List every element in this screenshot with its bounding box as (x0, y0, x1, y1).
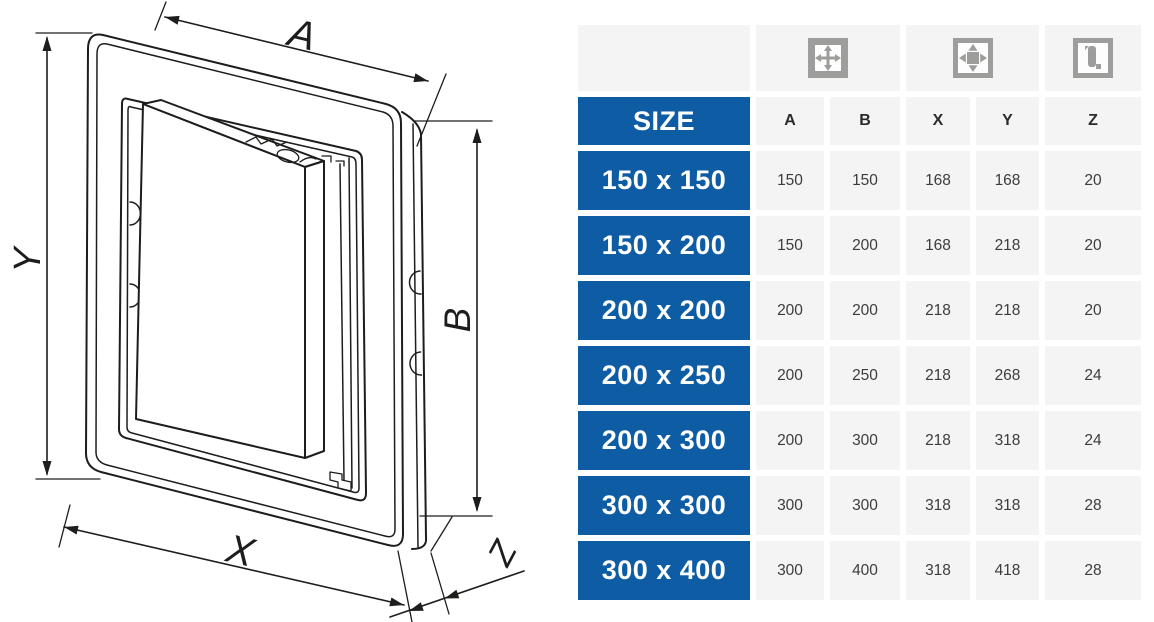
frame-outline (85, 33, 404, 547)
frame-bevel (95, 42, 396, 538)
inner-dimensions-icon (808, 38, 848, 78)
recess-line (348, 157, 353, 489)
value-a: 200 (756, 281, 824, 340)
depth-header-cell (1045, 25, 1141, 91)
value-z: 28 (1045, 541, 1141, 600)
door-side-edge (304, 160, 325, 459)
hinge-clip (129, 201, 142, 226)
value-b: 200 (830, 216, 900, 275)
value-z: 28 (1045, 476, 1141, 535)
side-clip (408, 270, 422, 295)
col-header-b: B (830, 97, 900, 145)
value-b: 200 (830, 281, 900, 340)
frame-side-wall-inner (412, 123, 419, 548)
value-x: 318 (906, 476, 970, 535)
value-x: 218 (906, 411, 970, 470)
value-b: 300 (830, 411, 900, 470)
value-y: 218 (976, 216, 1039, 275)
value-y: 418 (976, 541, 1039, 600)
dim-label-b: B (437, 308, 478, 333)
door-front-face (135, 103, 306, 459)
lock-detail (276, 148, 300, 164)
dim-label-z: Z (480, 533, 526, 573)
inner-dimensions-header-cell (756, 25, 900, 91)
size-cell: 200 x 250 (578, 346, 750, 405)
dim-label-a: A (282, 10, 320, 59)
access-panel-diagram: A Y B X Z (7, 1, 526, 622)
value-z: 24 (1045, 411, 1141, 470)
value-z: 20 (1045, 151, 1141, 210)
value-b: 300 (830, 476, 900, 535)
col-header-x: X (906, 97, 970, 145)
value-a: 300 (756, 541, 824, 600)
value-x: 168 (906, 216, 970, 275)
size-cell: 200 x 200 (578, 281, 750, 340)
value-y: 318 (976, 411, 1039, 470)
value-a: 150 (756, 216, 824, 275)
latch-detail (299, 156, 317, 163)
size-cell: 300 x 400 (578, 541, 750, 600)
dim-label-y: Y (7, 245, 49, 273)
opening-bevel (126, 105, 360, 494)
dimension-z (389, 552, 525, 618)
size-cell: 150 x 200 (578, 216, 750, 275)
dimension-a (154, 1, 447, 147)
opening-outline (118, 97, 367, 502)
outer-dimensions-icon (952, 38, 993, 78)
bottom-latch (329, 471, 352, 492)
size-cell: 300 x 300 (578, 476, 750, 535)
size-cell: 200 x 300 (578, 411, 750, 470)
col-header-a: A (756, 97, 824, 145)
latch-detail (245, 136, 288, 147)
value-x: 318 (906, 541, 970, 600)
value-b: 400 (830, 541, 900, 600)
size-cell: 150 x 150 (578, 151, 750, 210)
size-table: SIZE A B X Y Z 150 x 150 150 150 168 168… (578, 25, 1141, 600)
latch-tab (335, 160, 345, 167)
dim-label-x: X (221, 526, 259, 575)
value-z: 20 (1045, 281, 1141, 340)
dimension-y (35, 32, 101, 480)
recess-line (339, 163, 345, 481)
latch-tab (321, 155, 332, 163)
value-y: 318 (976, 476, 1039, 535)
value-b: 150 (830, 151, 900, 210)
value-a: 200 (756, 411, 824, 470)
value-z: 20 (1045, 216, 1141, 275)
value-x: 168 (906, 151, 970, 210)
table-corner-blank (578, 25, 750, 91)
value-a: 300 (756, 476, 824, 535)
side-clip (409, 351, 423, 376)
col-header-y: Y (976, 97, 1039, 145)
value-y: 218 (976, 281, 1039, 340)
frame-side-wall (401, 111, 428, 550)
dimension-b (413, 120, 493, 552)
value-a: 200 (756, 346, 824, 405)
size-header: SIZE (578, 97, 750, 145)
value-a: 150 (756, 151, 824, 210)
col-header-z: Z (1045, 97, 1141, 145)
depth-icon (1073, 38, 1113, 78)
value-x: 218 (906, 281, 970, 340)
value-y: 168 (976, 151, 1039, 210)
value-z: 24 (1045, 346, 1141, 405)
outer-dimensions-header-cell (906, 25, 1039, 91)
value-b: 250 (830, 346, 900, 405)
value-y: 268 (976, 346, 1039, 405)
value-x: 218 (906, 346, 970, 405)
